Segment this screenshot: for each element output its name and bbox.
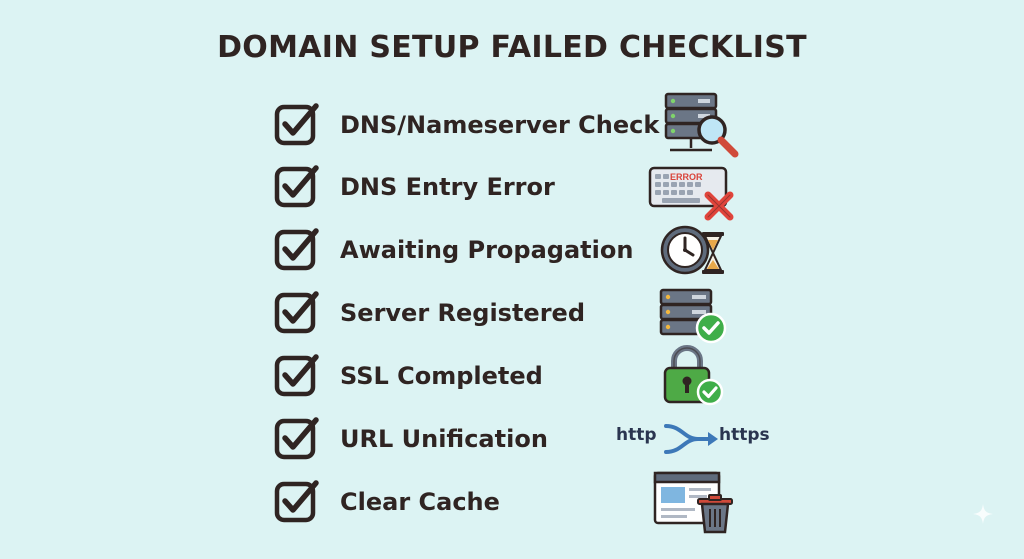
checkbox-icon[interactable] [274,479,320,525]
checkbox-icon[interactable] [274,164,320,210]
merge-arrow-icon [664,424,718,454]
padlock-check-icon [663,345,724,406]
https-text: https [719,425,770,445]
checklist-item[interactable]: Server Registered [274,288,585,338]
checkbox-icon[interactable] [274,102,320,148]
checklist-item[interactable]: DNS Entry Error [274,162,574,212]
checkbox-icon[interactable] [274,353,320,399]
checklist-item-label: SSL Completed [340,362,543,390]
checkbox-icon[interactable] [274,227,320,273]
browser-trash-icon [653,471,733,534]
server-search-icon [664,92,739,158]
checklist-item[interactable]: SSL Completed [274,351,574,401]
sparkle-icon [973,504,993,524]
error-text: ERROR [670,172,703,182]
checklist-item-label: DNS/Nameserver Check [340,111,660,139]
checklist-item-label: URL Unification [340,425,548,453]
checklist-item[interactable]: DNS/Nameserver Check [274,100,659,150]
checklist-item-label: Clear Cache [340,488,500,516]
server-check-icon [659,288,727,344]
http-text: http [616,425,657,445]
keyboard-error-icon: ERROR [648,166,734,221]
page-title: DOMAIN SETUP FAILED CHECKLIST [217,30,807,65]
clock-hourglass-icon [660,225,724,275]
checklist-item[interactable]: Awaiting Propagation [274,225,633,275]
checklist-item[interactable]: URL Unification [274,414,574,464]
checkbox-icon[interactable] [274,416,320,462]
checklist-item-label: Server Registered [340,299,586,327]
checklist-item-label: Awaiting Propagation [340,236,634,264]
http-to-https-icon: http https [616,418,776,458]
checkbox-icon[interactable] [274,290,320,336]
checklist-item[interactable]: Clear Cache [274,477,574,527]
checklist-item-label: DNS Entry Error [340,173,555,201]
